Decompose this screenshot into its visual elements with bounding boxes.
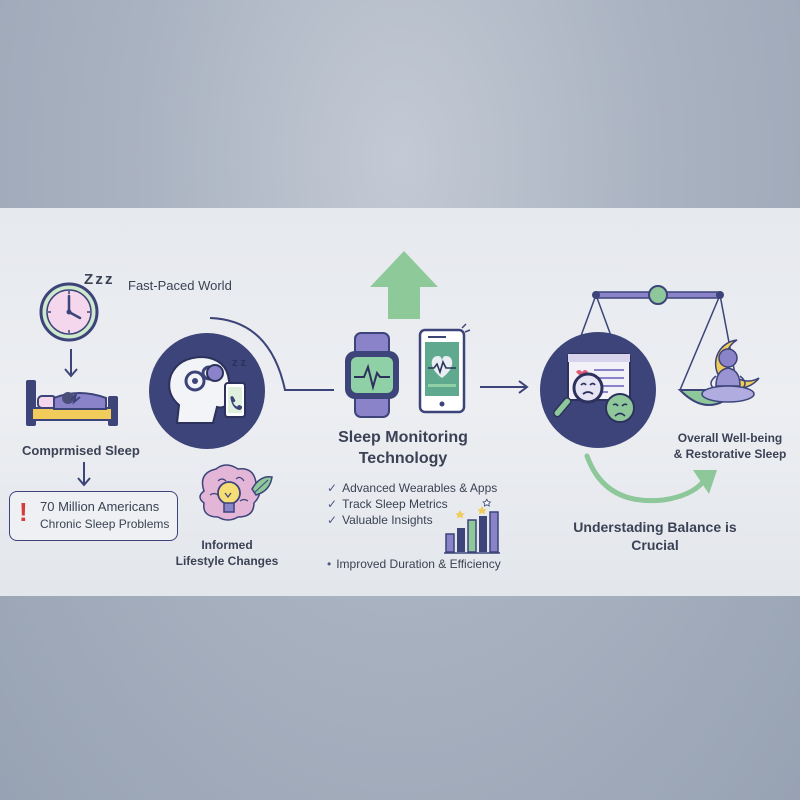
wellbeing-line-1: Overall Well-being xyxy=(677,431,783,445)
balance-line-1: Understading Balance is xyxy=(573,519,737,535)
lightbulb-brain-icon xyxy=(199,464,273,521)
down-arrow-2 xyxy=(77,462,91,487)
clock-icon xyxy=(39,282,99,342)
right-arrow xyxy=(480,380,529,394)
check-icon: ✓ xyxy=(327,513,338,527)
alert-box xyxy=(9,491,178,541)
bullet-icon: • xyxy=(327,557,332,571)
head-gears-icon xyxy=(149,333,265,449)
balance-line-2: Crucial xyxy=(631,537,679,553)
alert-line-1: 70 Million Americans xyxy=(40,499,160,514)
bar-chart-icon xyxy=(444,498,500,554)
wellbeing-line-2: & Restorative Sleep xyxy=(673,447,787,461)
check-icon: ✓ xyxy=(327,481,338,495)
zz-text: z z xyxy=(232,357,247,369)
connector-curve xyxy=(209,317,334,391)
check-item-2: ✓Track Sleep Metrics xyxy=(327,497,448,511)
fast-paced-world-label: Fast-Paced World xyxy=(128,278,232,293)
up-arrow-icon xyxy=(370,251,438,319)
zzz-text: Z z z xyxy=(84,271,112,288)
compromised-sleep-label: Comprmised Sleep xyxy=(22,443,140,458)
alert-line-2: Chronic Sleep Problems xyxy=(40,517,170,531)
check-item-3: ✓Valuable Insights xyxy=(327,513,433,527)
smartphone-heart-icon xyxy=(418,323,471,414)
magnifier-report-icon xyxy=(540,332,656,448)
curved-green-arrow xyxy=(584,453,717,504)
bullet-item: •Improved Duration & Efficiency xyxy=(327,557,501,571)
exclamation-icon: ! xyxy=(19,497,28,527)
informed-line-2: Lifestyle Changes xyxy=(175,554,279,568)
technology-title-1: Sleep Monitoring xyxy=(338,429,468,446)
smartwatch-icon xyxy=(345,332,399,418)
check-item-1: ✓Advanced Wearables & Apps xyxy=(327,481,498,495)
down-arrow-1 xyxy=(64,349,78,378)
meditation-icon xyxy=(701,348,755,403)
check-icon: ✓ xyxy=(327,497,338,511)
bed-icon xyxy=(26,380,118,426)
informed-line-1: Informed xyxy=(201,538,253,552)
technology-title-2: Technology xyxy=(358,450,448,467)
